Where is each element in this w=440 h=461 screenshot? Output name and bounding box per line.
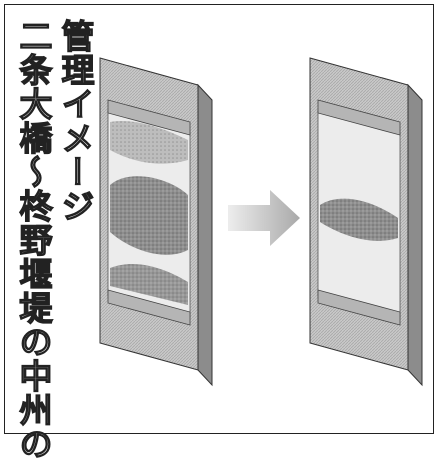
river-after-panel — [309, 57, 423, 387]
title-line-2: 管理イメージ — [55, 18, 95, 223]
river-before-panel — [99, 57, 213, 387]
title-line-1: 二条大橋～柊野堰堤の中州の — [13, 18, 53, 461]
management-illustration — [99, 57, 423, 387]
right-arrow-icon — [228, 190, 300, 246]
vertical-title: 二条大橋～柊野堰堤の中州の 管理イメージ — [13, 18, 103, 461]
